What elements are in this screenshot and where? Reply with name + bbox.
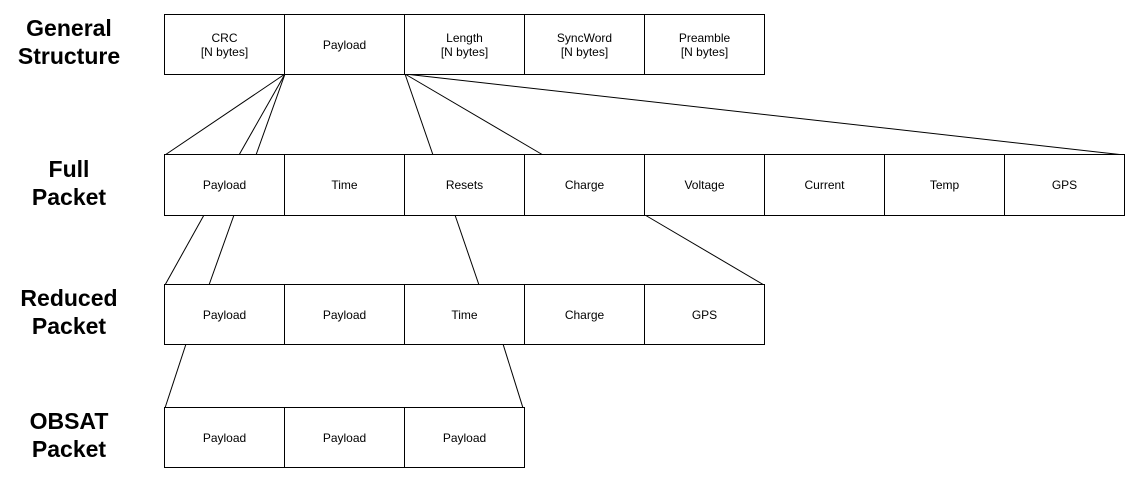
- field-label: GPS: [1051, 178, 1078, 192]
- field-label: CRC: [211, 30, 238, 45]
- connector-general-payload-to-full-payload-a: [164, 73, 286, 156]
- field-label: Payload: [202, 178, 247, 192]
- field-label: GPS: [691, 307, 718, 322]
- connector-general-length-to-full-charge: [404, 73, 544, 156]
- row-label-line2: Packet: [31, 184, 107, 210]
- field-label: Time: [331, 178, 358, 192]
- connector-general-payload-to-full-payload-c: [255, 73, 286, 156]
- connector-full-charge-to-reduced-gps: [644, 214, 765, 286]
- row-label-reduced-packet: Reduced Packet: [6, 284, 132, 340]
- field-label: Temp: [929, 178, 960, 192]
- field-label: Current: [804, 178, 845, 192]
- field-label: Preamble: [678, 30, 731, 45]
- full-current-field: Current: [764, 154, 885, 216]
- reduced-payload-field-1: Payload: [164, 284, 285, 345]
- connector-full-resets-to-reduced-time: [454, 214, 480, 286]
- full-gps-field: GPS: [1004, 154, 1125, 216]
- field-size: [N bytes]: [560, 44, 609, 59]
- row-label-line2: Packet: [31, 436, 107, 462]
- row-label-obsat-packet: OBSAT Packet: [6, 407, 132, 463]
- row-label-line1: General: [26, 15, 112, 41]
- general-syncword-field: SyncWord [N bytes]: [524, 14, 645, 75]
- field-label: Payload: [202, 307, 247, 322]
- field-label: SyncWord: [556, 30, 613, 45]
- connector-full-payload-to-reduced-b: [208, 214, 235, 286]
- field-label: Charge: [564, 307, 605, 322]
- field-label: Length: [446, 30, 483, 45]
- field-label: Payload: [202, 430, 247, 445]
- obsat-payload-field-3: Payload: [404, 407, 525, 468]
- reduced-gps-field: GPS: [644, 284, 765, 345]
- general-length-field: Length [N bytes]: [404, 14, 525, 75]
- connector-reduced-time-to-obsat: [502, 343, 524, 409]
- reduced-charge-field: Charge: [524, 284, 645, 345]
- connector-reduced-payload-to-obsat: [164, 343, 187, 409]
- connector-general-length-to-full-resets: [404, 73, 434, 156]
- row-label-line1: Reduced: [20, 285, 118, 311]
- connector-general-length-to-full-gps: [404, 73, 1125, 156]
- obsat-payload-field-1: Payload: [164, 407, 285, 468]
- field-label: Voltage: [684, 178, 725, 192]
- field-label: Payload: [442, 430, 487, 445]
- row-label-line1: Full: [48, 156, 90, 182]
- full-time-field: Time: [284, 154, 405, 216]
- row-label-full-packet: Full Packet: [6, 155, 132, 211]
- full-temp-field: Temp: [884, 154, 1005, 216]
- field-label: Payload: [322, 430, 367, 445]
- field-label: Payload: [322, 37, 367, 52]
- connector-full-payload-to-reduced-a: [164, 214, 205, 286]
- row-label-line2: Packet: [31, 313, 107, 339]
- full-payload-field: Payload: [164, 154, 285, 216]
- row-label-line1: OBSAT: [29, 408, 109, 434]
- general-preamble-field: Preamble [N bytes]: [644, 14, 765, 75]
- field-label: Charge: [564, 178, 605, 192]
- general-payload-field: Payload: [284, 14, 405, 75]
- full-resets-field: Resets: [404, 154, 525, 216]
- full-voltage-field: Voltage: [644, 154, 765, 216]
- reduced-time-field: Time: [404, 284, 525, 345]
- obsat-payload-field-2: Payload: [284, 407, 405, 468]
- full-charge-field: Charge: [524, 154, 645, 216]
- field-size: [N bytes]: [680, 44, 729, 59]
- field-size: [N bytes]: [440, 44, 489, 59]
- field-label: Resets: [445, 178, 484, 192]
- reduced-payload-field-2: Payload: [284, 284, 405, 345]
- row-label-line2: Structure: [17, 43, 121, 69]
- row-label-general-structure: General Structure: [6, 14, 132, 70]
- field-label: Payload: [322, 307, 367, 322]
- field-size: [N bytes]: [200, 44, 249, 59]
- connector-general-payload-to-full-payload-b: [238, 73, 286, 156]
- field-label: Time: [451, 307, 478, 322]
- general-crc-field: CRC [N bytes]: [164, 14, 285, 75]
